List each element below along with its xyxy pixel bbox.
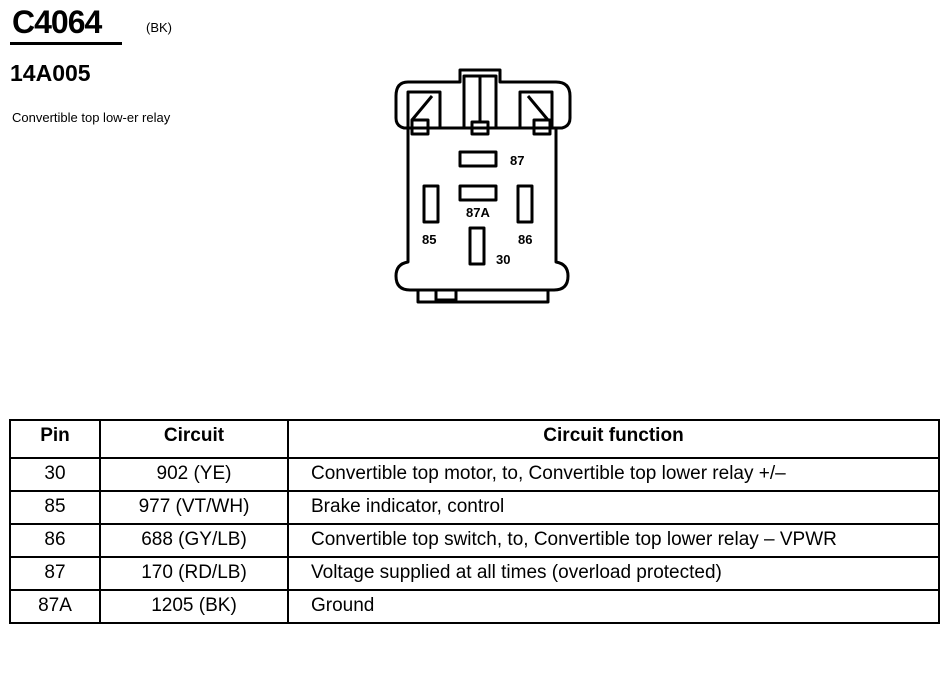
cell-circuit: 170 (RD/LB) [99, 556, 289, 591]
connector-face-diagram: 87 87A 85 86 30 [388, 64, 578, 314]
cell-pin: 87 [9, 556, 101, 591]
cavity-87a [458, 184, 498, 202]
cell-pin: 87A [9, 589, 101, 624]
connector-color: (BK) [146, 20, 172, 35]
cell-pin: 30 [9, 457, 101, 492]
cell-function: Convertible top motor, to, Convertible t… [287, 457, 940, 492]
latch-right-diag [526, 95, 550, 121]
latch-left-diag [410, 95, 434, 121]
lock-tab-right [532, 118, 552, 136]
header-pin: Pin [9, 419, 101, 459]
cavity-30 [468, 226, 486, 266]
cavity-87 [458, 150, 498, 168]
cell-circuit: 977 (VT/WH) [99, 490, 289, 525]
connector-top-shell [394, 68, 572, 130]
cell-function: Voltage supplied at all times (overload … [287, 556, 940, 591]
bottom-rail [416, 290, 550, 304]
pin-label-87: 87 [510, 153, 524, 168]
table-row: 86 688 (GY/LB) Convertible top switch, t… [9, 523, 940, 558]
table-header-row: Pin Circuit Circuit function [9, 419, 940, 459]
pin-label-87a: 87A [466, 205, 490, 220]
bottom-key [434, 288, 458, 302]
cell-function: Ground [287, 589, 940, 624]
pin-label-30: 30 [496, 252, 510, 267]
latch-left [406, 90, 442, 128]
cell-pin: 85 [9, 490, 101, 525]
lock-tab-left [410, 118, 430, 136]
table-row: 87A 1205 (BK) Ground [9, 589, 940, 624]
pinout-table: Pin Circuit Circuit function 30 902 (YE)… [9, 419, 940, 624]
connector-id-underline [10, 42, 122, 45]
table-row: 87 170 (RD/LB) Voltage supplied at all t… [9, 556, 940, 591]
cell-function: Convertible top switch, to, Convertible … [287, 523, 940, 558]
cell-function: Brake indicator, control [287, 490, 940, 525]
header-circuit: Circuit [99, 419, 289, 459]
latch-right [518, 90, 554, 128]
cavity-86 [516, 184, 534, 224]
connector-description: Convertible top low-er relay [12, 110, 171, 125]
lock-tab-center [470, 120, 490, 136]
header-function: Circuit function [287, 419, 940, 459]
table-row: 85 977 (VT/WH) Brake indicator, control [9, 490, 940, 525]
cavity-85 [422, 184, 440, 224]
pin-label-85: 85 [422, 232, 436, 247]
connector-id: C4064 [12, 4, 102, 40]
connector-body [394, 128, 570, 292]
pin-label-86: 86 [518, 232, 532, 247]
cell-pin: 86 [9, 523, 101, 558]
connector-face-svg: 87 87A 85 86 30 [394, 68, 572, 304]
table-row: 30 902 (YE) Convertible top motor, to, C… [9, 457, 940, 492]
part-number: 14A005 [10, 60, 91, 86]
cell-circuit: 902 (YE) [99, 457, 289, 492]
cell-circuit: 1205 (BK) [99, 589, 289, 624]
cell-circuit: 688 (GY/LB) [99, 523, 289, 558]
